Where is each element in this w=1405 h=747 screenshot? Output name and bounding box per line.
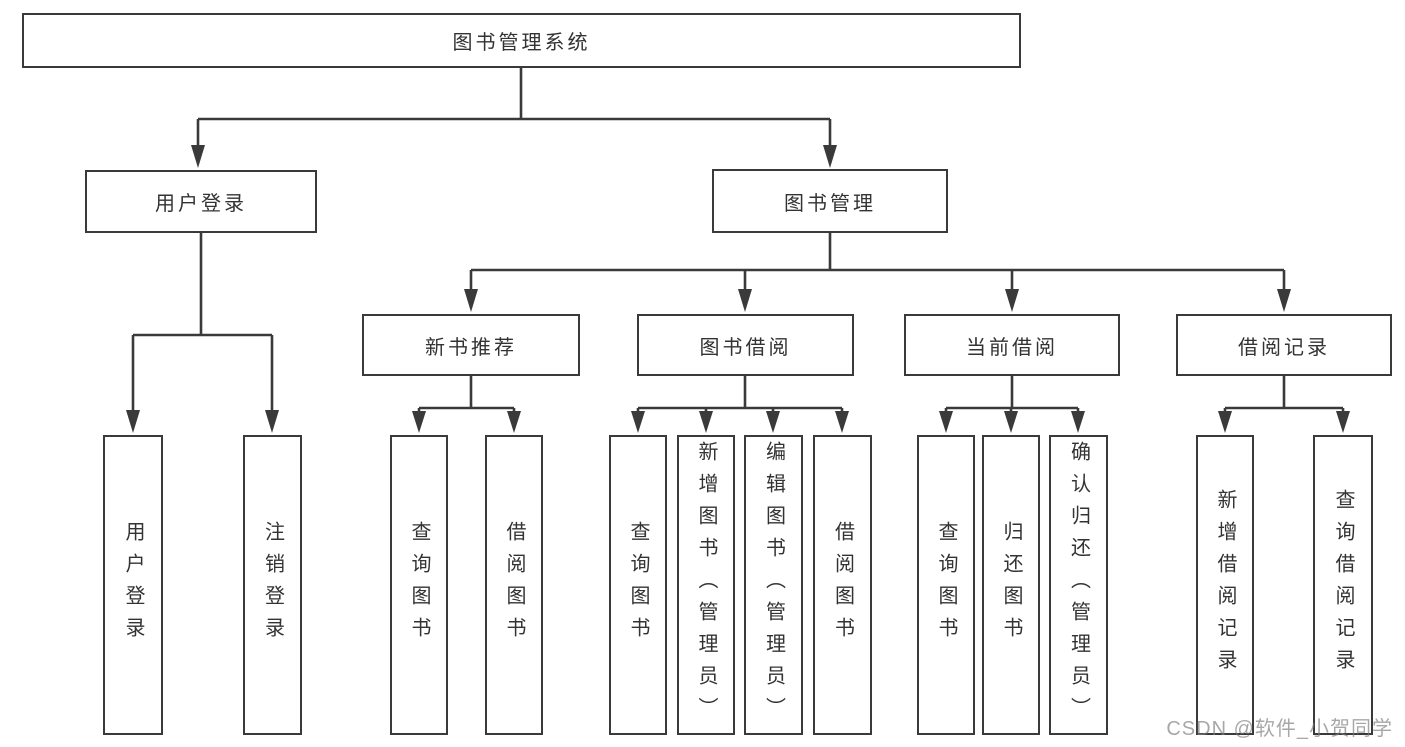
leaf-borrowing-query-books: 查询图书	[609, 435, 667, 735]
node-borrowing-records: 借阅记录	[1176, 314, 1392, 376]
leaf-newbooks-query-books: 查询图书	[390, 435, 448, 735]
leaf-borrowing-query-books-label: 查询图书	[627, 521, 649, 649]
leaf-newbooks-borrow-books-label: 借阅图书	[503, 521, 525, 649]
leaf-confirm-return-admin: 确认归还（管理员）	[1049, 435, 1108, 735]
leaf-newbooks-query-books-label: 查询图书	[408, 521, 430, 649]
node-user-login: 用户登录	[85, 170, 317, 233]
node-root: 图书管理系统	[22, 13, 1021, 68]
leaf-logout-label: 注销登录	[261, 521, 284, 649]
leaf-borrowing-borrow-books: 借阅图书	[813, 435, 872, 735]
node-book-management: 图书管理	[712, 169, 948, 233]
connector-root-to-level2	[191, 68, 837, 168]
connector-new-books-children	[412, 376, 521, 433]
connector-book-borrow-children	[631, 376, 849, 433]
leaf-edit-books-admin: 编辑图书（管理员）	[744, 435, 803, 735]
leaf-current-query-books: 查询图书	[917, 435, 975, 735]
leaf-logout: 注销登录	[243, 435, 302, 735]
leaf-edit-books-admin-label: 编辑图书（管理员）	[762, 441, 785, 729]
leaf-query-borrow-record: 查询借阅记录	[1313, 435, 1373, 735]
leaf-return-books-label: 归还图书	[1000, 521, 1022, 649]
leaf-borrowing-borrow-books-label: 借阅图书	[831, 521, 854, 649]
leaf-return-books: 归还图书	[982, 435, 1040, 735]
connector-current-borrow-children	[939, 376, 1085, 433]
watermark: CSDN @软件_小贺同学	[1166, 718, 1393, 740]
leaf-confirm-return-admin-label: 确认归还（管理员）	[1067, 441, 1090, 729]
node-new-book-recommend: 新书推荐	[362, 314, 580, 376]
leaf-add-books-admin-label: 新增图书（管理员）	[695, 441, 717, 729]
leaf-add-books-admin: 新增图书（管理员）	[677, 435, 735, 735]
connector-borrow-records-children	[1218, 376, 1350, 433]
leaf-add-borrow-record-label: 新增借阅记录	[1214, 489, 1236, 681]
leaf-current-query-books-label: 查询图书	[935, 521, 957, 649]
leaf-user-login: 用户登录	[103, 435, 163, 735]
leaf-newbooks-borrow-books: 借阅图书	[485, 435, 543, 735]
leaf-user-login-label: 用户登录	[122, 521, 144, 649]
leaf-query-borrow-record-label: 查询借阅记录	[1332, 489, 1354, 681]
connector-user-login-children	[126, 233, 279, 433]
leaf-add-borrow-record: 新增借阅记录	[1196, 435, 1254, 735]
connector-book-mgmt-children	[464, 233, 1291, 312]
node-current-borrowing: 当前借阅	[904, 314, 1120, 376]
node-book-borrowing: 图书借阅	[637, 314, 854, 376]
